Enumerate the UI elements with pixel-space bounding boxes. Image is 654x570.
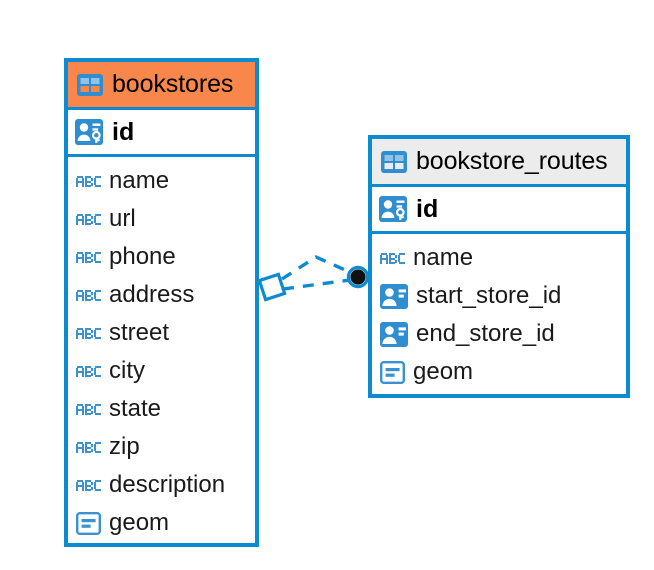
field-row[interactable]: geom xyxy=(68,504,255,542)
field-label: phone xyxy=(109,243,176,270)
entity-bookstores-header[interactable]: bookstores xyxy=(68,62,255,110)
entity-bookstores-field-list: name xyxy=(68,157,255,543)
entity-bookstore-routes-primary-key-label: id xyxy=(416,194,439,223)
field-label: start_store_id xyxy=(416,282,562,309)
diamond-endpoint-icon xyxy=(257,272,287,302)
abc-text-icon xyxy=(76,288,101,303)
field-row[interactable]: end_store_id xyxy=(372,315,626,353)
field-row[interactable]: state xyxy=(68,390,255,428)
abc-text-icon xyxy=(76,478,101,493)
field-row[interactable]: description xyxy=(68,466,255,504)
field-label: end_store_id xyxy=(416,320,555,347)
entity-bookstore-routes-primary-key-row[interactable]: id xyxy=(372,187,626,234)
circle-endpoint-icon xyxy=(346,265,370,289)
entity-bookstores-primary-key-row[interactable]: id xyxy=(68,110,255,157)
field-row[interactable]: geom xyxy=(372,353,626,391)
abc-text-icon xyxy=(76,250,101,265)
entity-bookstore-routes-title: bookstore_routes xyxy=(416,147,608,175)
abc-text-icon xyxy=(76,174,101,189)
table-icon xyxy=(77,73,103,96)
field-row[interactable]: name xyxy=(68,162,255,200)
foreign-key-icon xyxy=(380,283,408,309)
foreign-key-icon xyxy=(380,321,408,347)
entity-bookstore-routes-field-list: name start_store_id xyxy=(372,234,626,394)
field-row[interactable]: address xyxy=(68,276,255,314)
field-row[interactable]: name xyxy=(372,239,626,277)
field-label: state xyxy=(109,395,162,422)
entity-bookstores[interactable]: bookstores id xyxy=(64,58,259,547)
field-row[interactable]: url xyxy=(68,200,255,238)
entity-bookstore-routes[interactable]: bookstore_routes id xyxy=(368,135,630,398)
abc-text-icon xyxy=(380,251,405,266)
field-row[interactable]: zip xyxy=(68,428,255,466)
field-row[interactable]: phone xyxy=(68,238,255,276)
abc-text-icon xyxy=(76,440,101,455)
field-label: url xyxy=(109,205,136,232)
abc-text-icon xyxy=(76,402,101,417)
field-label: city xyxy=(109,357,145,384)
table-icon xyxy=(381,150,407,173)
geometry-icon xyxy=(380,360,405,384)
relationship-line-lower xyxy=(282,278,351,291)
entity-bookstores-primary-key-label: id xyxy=(112,117,135,146)
field-row[interactable]: city xyxy=(68,352,255,390)
primary-key-icon xyxy=(379,196,407,222)
field-label: address xyxy=(109,281,195,308)
abc-text-icon xyxy=(76,364,101,379)
field-label: name xyxy=(109,167,170,194)
field-label: name xyxy=(413,244,474,271)
relationship-line-upper xyxy=(281,255,353,281)
field-label: geom xyxy=(413,358,474,385)
field-row[interactable]: street xyxy=(68,314,255,352)
entity-bookstores-title: bookstores xyxy=(112,70,234,98)
field-label: zip xyxy=(109,433,140,460)
entity-bookstore-routes-header[interactable]: bookstore_routes xyxy=(372,139,626,187)
field-row[interactable]: start_store_id xyxy=(372,277,626,315)
field-label: street xyxy=(109,319,170,346)
abc-text-icon xyxy=(76,326,101,341)
field-label: description xyxy=(109,471,226,498)
primary-key-icon xyxy=(75,119,103,145)
abc-text-icon xyxy=(76,212,101,227)
field-label: geom xyxy=(109,509,170,536)
geometry-icon xyxy=(76,511,101,535)
